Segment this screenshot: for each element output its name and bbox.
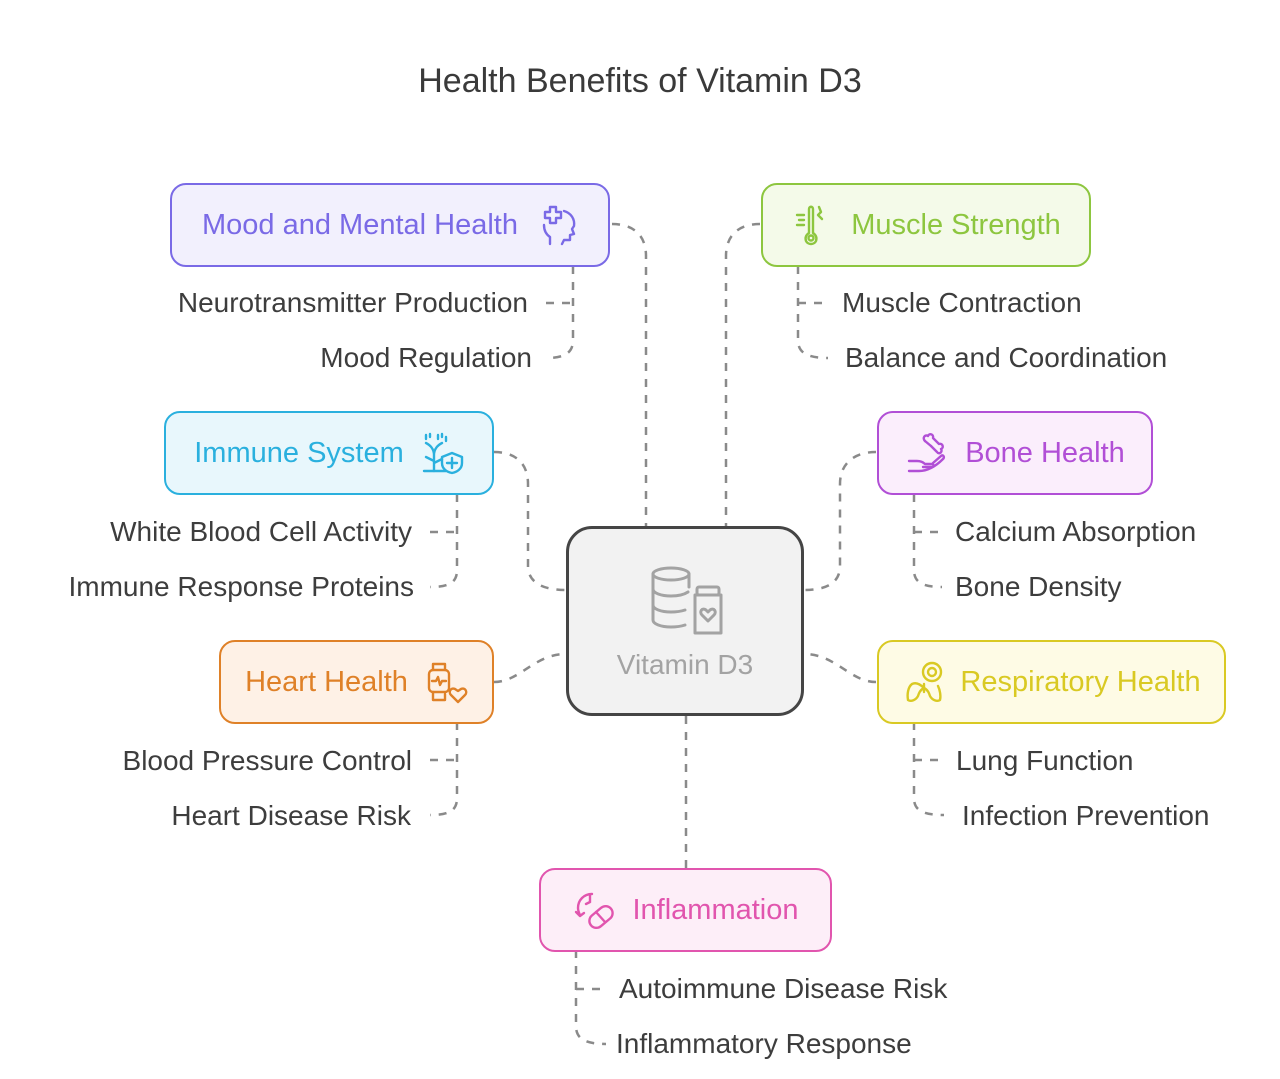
list-item: Infection Prevention: [962, 800, 1210, 831]
list-item: Mood Regulation: [320, 342, 532, 373]
lungs-virus-icon: [906, 661, 943, 702]
list-item: Heart Disease Risk: [171, 800, 411, 831]
diagram-title: Health Benefits of Vitamin D3: [418, 62, 862, 100]
list-item: Blood Pressure Control: [122, 745, 412, 776]
database-bottle-icon: [651, 566, 723, 635]
list-item: Calcium Absorption: [955, 516, 1197, 547]
bone-hand-icon: [907, 433, 946, 473]
topic-immune-system: Immune System: [164, 411, 494, 495]
list-item: Muscle Contraction: [842, 287, 1082, 318]
topic-label: Bone Health: [965, 436, 1125, 469]
head-medical-icon: [542, 205, 576, 246]
tree-shield-icon: [422, 432, 463, 475]
topic-label: Immune System: [194, 436, 404, 469]
topic-bone-health: Bone Health: [877, 411, 1153, 495]
topic-label: Heart Health: [245, 665, 408, 698]
topic-muscle-strength: Muscle Strength: [761, 183, 1091, 267]
topic-heart-health: Heart Health: [219, 640, 494, 724]
pill-timer-icon: [575, 892, 615, 930]
topic-label: Muscle Strength: [851, 208, 1061, 241]
list-item: Balance and Coordination: [845, 342, 1168, 373]
center-label: Vitamin D3: [616, 649, 754, 680]
smartwatch-heart-icon: [427, 662, 468, 704]
list-item: Lung Function: [956, 745, 1134, 776]
topic-label: Mood and Mental Health: [202, 208, 518, 241]
topic-inflammation: Inflammation: [539, 868, 832, 952]
topic-label: Inflammation: [632, 893, 799, 926]
list-item: Bone Density: [955, 571, 1122, 602]
list-item: Neurotransmitter Production: [177, 287, 528, 318]
topic-label: Respiratory Health: [960, 665, 1201, 698]
topic-respiratory-health: Respiratory Health: [877, 640, 1226, 724]
list-item: Immune Response Proteins: [68, 571, 414, 602]
list-item: Autoimmune Disease Risk: [619, 973, 948, 1004]
list-item: White Blood Cell Activity: [110, 516, 412, 547]
thermometer-icon: [796, 205, 824, 246]
list-item: Inflammatory Response: [616, 1028, 912, 1059]
center-node: Vitamin D3: [566, 526, 804, 716]
topic-mood-mental-health: Mood and Mental Health: [170, 183, 610, 267]
